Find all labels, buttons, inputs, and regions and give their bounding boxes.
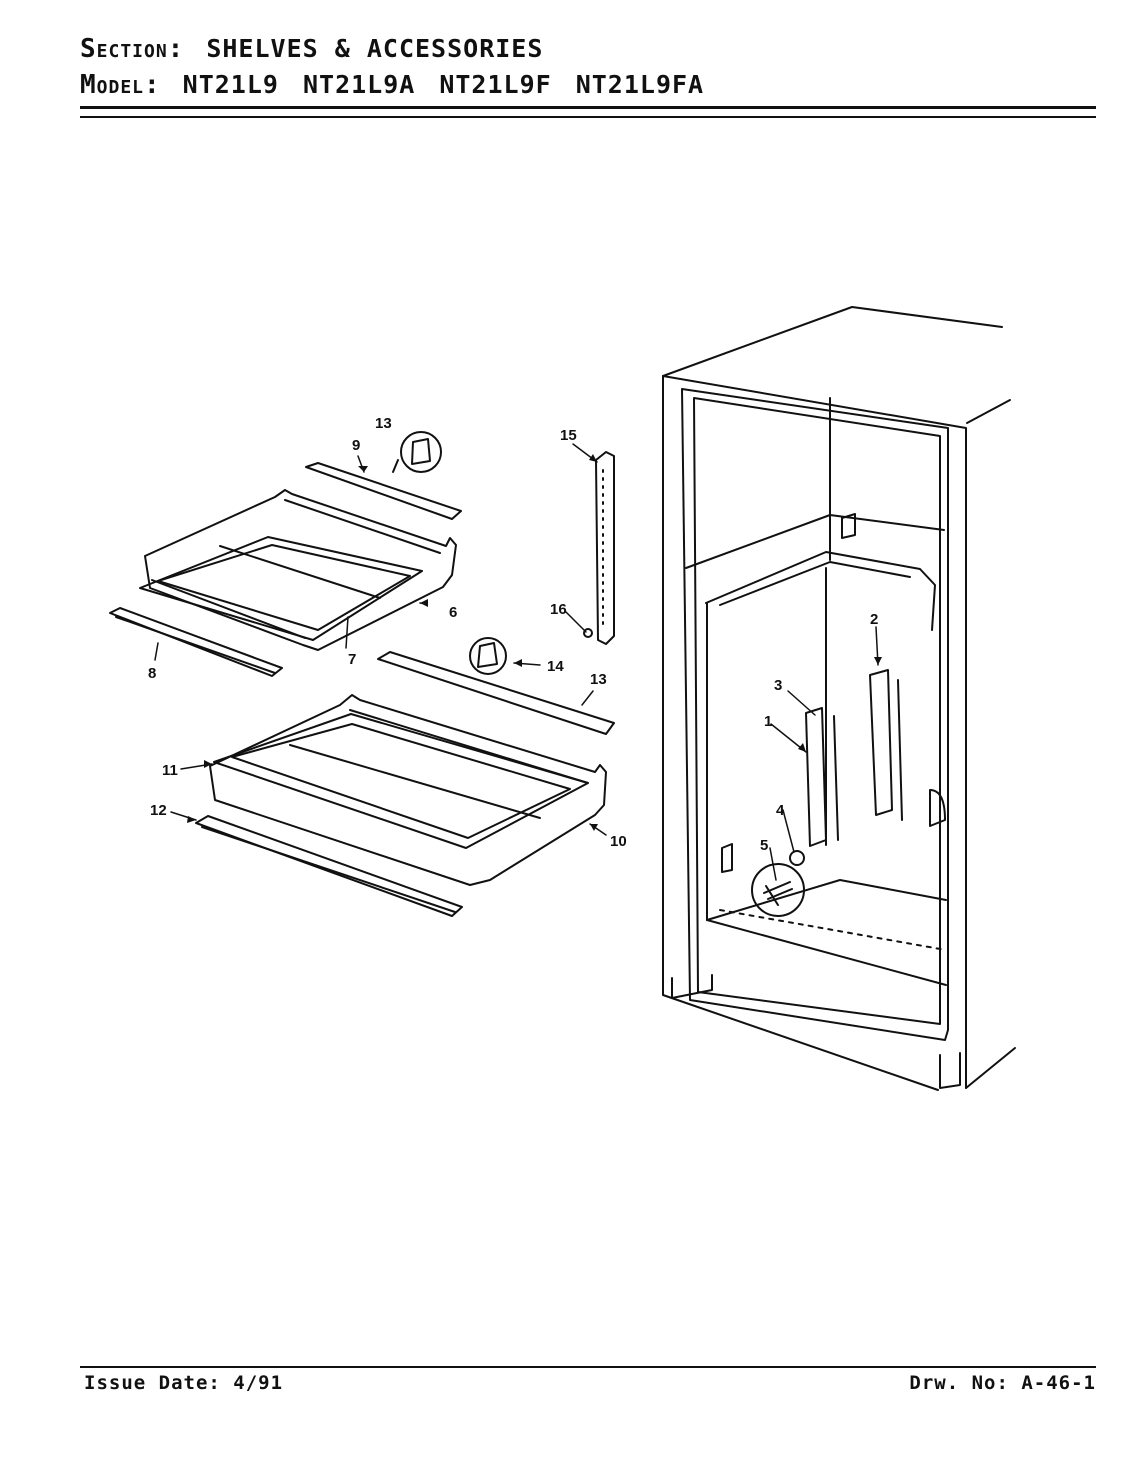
right-shelf-bracket <box>869 669 893 816</box>
lower-shelf-assembly <box>195 637 615 917</box>
drawing-number: Drw. No: A-46-1 <box>909 1372 1096 1394</box>
callout-14-lower: 14 <box>547 658 564 675</box>
callout-8: 8 <box>148 665 156 682</box>
section-heading: Section: SHELVES & ACCESSORIES <box>80 34 543 64</box>
model-number: NT21L9A <box>302 70 416 99</box>
upper-glass-panel <box>139 536 423 641</box>
header-rule-thin <box>80 116 1096 118</box>
lower-shelf-frame <box>209 694 607 886</box>
upper-front-trim <box>109 607 283 677</box>
callout-12: 12 <box>150 802 167 819</box>
issue-date: Issue Date: 4/91 <box>84 1372 284 1394</box>
shelf-support-rail <box>583 451 615 645</box>
callout-5: 5 <box>760 837 768 854</box>
leader-arrowheads <box>187 454 882 831</box>
callout-4: 4 <box>776 802 785 819</box>
model-label: Model: <box>80 70 161 100</box>
callout-1: 1 <box>764 713 772 730</box>
callout-2: 2 <box>870 611 878 628</box>
clip-detail-lower <box>469 637 507 675</box>
left-shelf-bracket <box>805 707 827 847</box>
callout-10: 10 <box>610 833 627 850</box>
model-number: NT21L9 <box>182 70 279 99</box>
screw-detail <box>751 863 805 917</box>
section-label: Section: <box>80 34 185 64</box>
refrigerator-cabinet <box>662 306 1016 1091</box>
callout-6: 6 <box>449 604 457 621</box>
upper-shelf-assembly <box>109 431 462 677</box>
callout-16: 16 <box>550 601 567 618</box>
clip-detail-upper <box>400 431 442 473</box>
lower-rear-trim <box>377 651 615 735</box>
section-value: SHELVES & ACCESSORIES <box>206 34 544 63</box>
callout-7: 7 <box>348 651 356 668</box>
callout-3: 3 <box>774 677 782 694</box>
lower-glass-panel <box>213 713 589 849</box>
rail-screw <box>583 628 593 638</box>
callout-15: 15 <box>560 427 577 444</box>
upper-shelf-frame <box>144 489 457 651</box>
callout-11: 11 <box>162 762 178 779</box>
upper-rear-trim <box>305 462 462 520</box>
callout-14-upper: 13 <box>375 415 392 432</box>
lower-front-trim <box>195 815 463 917</box>
model-number: NT21L9F <box>439 70 552 99</box>
model-heading: Model: NT21L9 NT21L9A NT21L9F NT21L9FA <box>80 70 728 100</box>
model-number: NT21L9FA <box>575 70 705 99</box>
callout-9: 9 <box>352 437 360 454</box>
header-rule-thick <box>80 106 1096 109</box>
callout-13: 13 <box>590 671 607 688</box>
footer-rule <box>80 1366 1096 1368</box>
